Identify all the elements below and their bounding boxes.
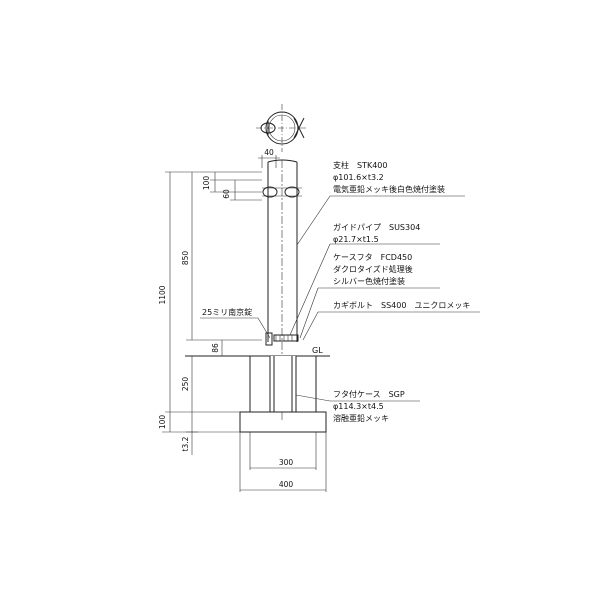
pillar-finish: 電気亜鉛メッキ後白色焼付塗装 (333, 184, 445, 194)
padlock: 25ミリ南京錠 (202, 307, 252, 317)
pillar-title: 支柱 STK400 (333, 160, 387, 170)
dim-100-top: 100 (202, 176, 211, 191)
dim-40: 40 (264, 148, 274, 157)
dim-850: 850 (181, 251, 190, 266)
cap-finish-1: ダクロタイズド処理後 (333, 264, 413, 274)
dimension-lines (162, 155, 327, 492)
case-title: フタ付ケース SGP (333, 389, 405, 399)
case-finish: 溶融亜鉛メッキ (333, 413, 389, 423)
dim-60: 60 (222, 189, 231, 199)
pillar (262, 159, 302, 420)
key-bolt: カギボルト SS400 ユニクロメッキ (333, 301, 470, 310)
cap-finish-2: シルバー色焼付塗装 (333, 276, 405, 286)
gl-label: GL (312, 346, 323, 355)
dim-100-base: 100 (158, 415, 167, 430)
dim-86: 86 (211, 343, 220, 353)
guide-spec: φ21.7×t1.5 (333, 235, 379, 244)
case-spec: φ114.3×t4.5 (333, 402, 384, 411)
dim-t3-2: t3.2 (181, 436, 190, 451)
leader-lines (200, 195, 480, 402)
pillar-spec: φ101.6×t3.2 (333, 173, 384, 182)
guide-title: ガイドパイプ SUS304 (333, 222, 420, 232)
dim-1100: 1100 (158, 285, 167, 304)
dim-400: 400 (279, 480, 294, 489)
plan-view (256, 104, 308, 152)
dim-250: 250 (181, 377, 190, 392)
cap-title: ケースフタ FCD450 (333, 253, 412, 262)
foundation (239, 355, 327, 433)
dim-300: 300 (279, 458, 294, 467)
